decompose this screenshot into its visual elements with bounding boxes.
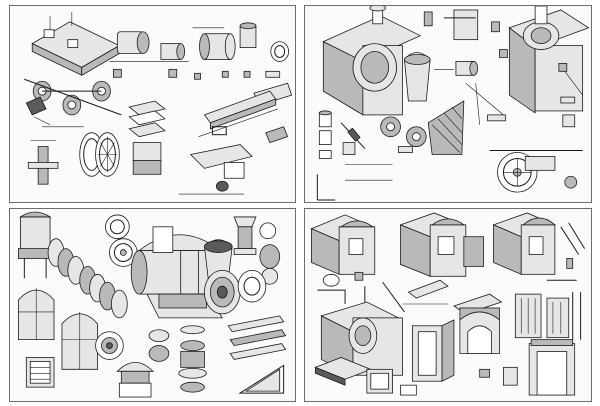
boiler-barrel-part bbox=[192, 22, 290, 62]
right-boiler-detail bbox=[508, 6, 590, 128]
firebox-arch-back bbox=[18, 211, 53, 279]
cab-tender-exploded-drawing bbox=[310, 212, 585, 396]
leaf-spring-bracket bbox=[25, 96, 51, 126]
small-panel-bits bbox=[400, 279, 518, 396]
boiler-smokebox-exploded-drawing bbox=[18, 211, 287, 398]
panel-cab-tender-exploded bbox=[304, 208, 592, 402]
small-mounts bbox=[491, 21, 568, 72]
cab-assembly-center bbox=[399, 212, 485, 277]
panelled-wall-right bbox=[514, 292, 582, 340]
rods-and-tools bbox=[316, 122, 413, 201]
bell-dome bbox=[116, 362, 154, 398]
smokestack-smokebox bbox=[204, 239, 241, 315]
grate-frame bbox=[25, 357, 55, 388]
wheelset-small bbox=[24, 78, 122, 116]
front-door-parts bbox=[237, 222, 281, 303]
smokestack-and-cowcatcher bbox=[404, 52, 465, 155]
panel-boiler-front-exploded bbox=[304, 5, 592, 203]
boiler-front-exploded-drawing bbox=[316, 6, 590, 201]
archway-bench bbox=[453, 293, 503, 354]
arched-window-pieces bbox=[18, 288, 98, 370]
handrail-stanchions bbox=[465, 82, 506, 125]
doorway-frame-right bbox=[528, 339, 576, 396]
chimney-stack-top bbox=[233, 216, 257, 255]
boiler-rings-sequence bbox=[47, 238, 128, 319]
pillar-part bbox=[27, 140, 59, 185]
cylinder-stack bbox=[178, 325, 207, 393]
spoked-wheel-pair bbox=[79, 132, 120, 177]
cab-floor-bottom bbox=[314, 357, 393, 394]
chassis-exploded-drawing bbox=[24, 11, 293, 195]
round-door-small bbox=[105, 214, 138, 267]
cab-floor-parts bbox=[189, 126, 289, 192]
bogie-wheel-truck bbox=[489, 150, 583, 193]
panel-chassis-exploded bbox=[9, 5, 296, 203]
right-rods-cluster bbox=[546, 222, 585, 281]
side-parts-column bbox=[318, 110, 356, 159]
small-parts-row bbox=[194, 70, 293, 106]
cab-assembly-left bbox=[310, 214, 376, 275]
disc-wheels-row bbox=[95, 329, 170, 362]
top-fittings bbox=[423, 9, 479, 76]
cab-assembly-right bbox=[492, 212, 556, 275]
panel-boiler-smokebox-exploded bbox=[9, 208, 296, 402]
boiler-front-assembly bbox=[322, 6, 422, 116]
rails-and-triangle bbox=[227, 315, 287, 394]
chassis-frame-assembly bbox=[31, 11, 121, 76]
front-wheels bbox=[380, 116, 427, 147]
door-frame-center bbox=[411, 319, 455, 382]
cylinder-parts bbox=[109, 31, 189, 78]
frame-rail bbox=[198, 90, 278, 137]
stacked-plates bbox=[128, 100, 166, 175]
